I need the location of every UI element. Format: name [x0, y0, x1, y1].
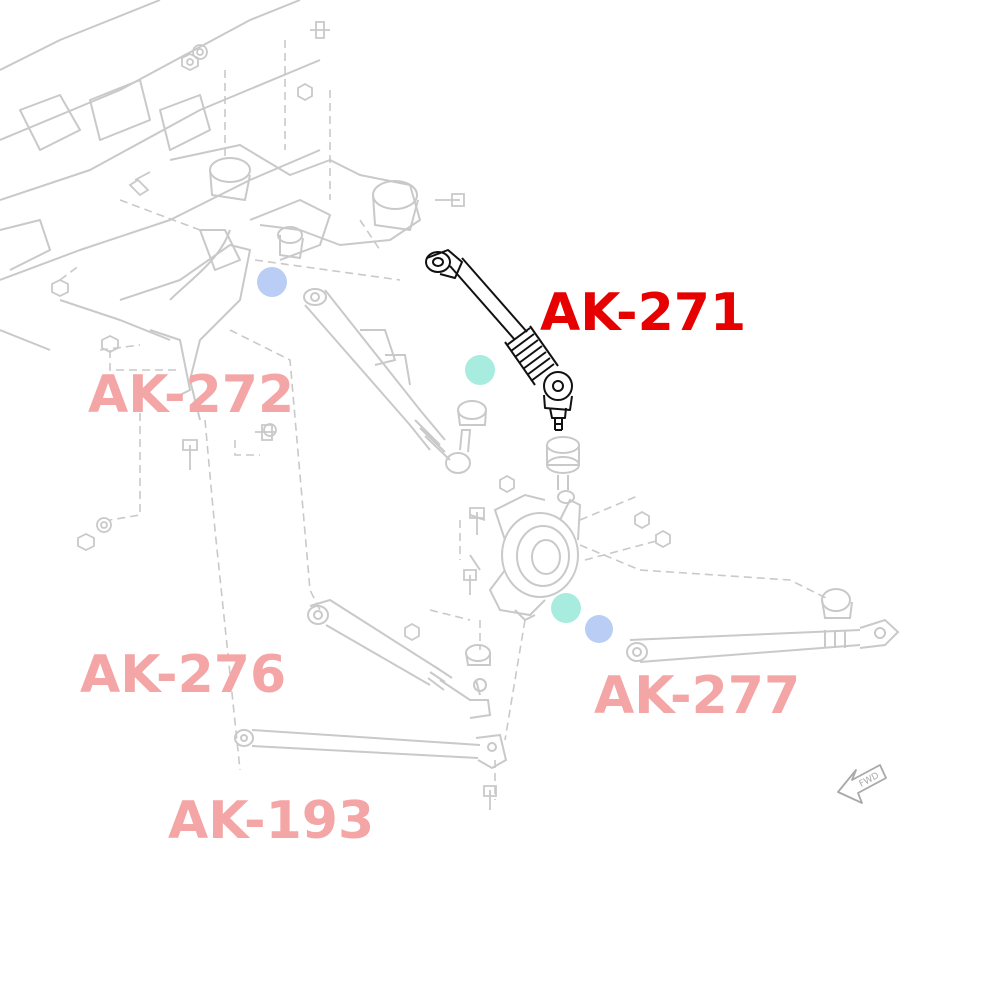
nut: [181, 52, 199, 72]
ak-193-label: AK-193: [168, 791, 374, 851]
ak-276-label: AK-276: [80, 645, 286, 705]
bolt: [463, 569, 477, 595]
thread-section: [504, 325, 559, 386]
nut: [101, 334, 119, 354]
bushing-stack: [546, 436, 580, 490]
ak-276-arm: [307, 598, 492, 719]
nut: [655, 529, 671, 549]
nut: [297, 82, 313, 102]
teal-marker-dot: [465, 355, 495, 385]
ak-271-label: AK-271: [540, 283, 746, 343]
ak-193-arm: [234, 729, 508, 770]
bolt: [310, 21, 330, 39]
washer: [192, 44, 208, 60]
bolt: [128, 171, 151, 197]
ak-271-arm: [425, 249, 573, 431]
fwd-arrow-icon: FWD: [837, 764, 887, 804]
washer: [263, 423, 277, 437]
ak-277-label: AK-277: [594, 666, 800, 726]
nut: [634, 510, 650, 530]
bolt: [182, 439, 198, 470]
blue-marker-dot: [585, 615, 613, 643]
nut: [51, 278, 69, 298]
subframe: [0, 0, 421, 421]
teal-marker-dot: [551, 593, 581, 623]
washer: [96, 517, 112, 533]
blue-marker-dot: [257, 267, 287, 297]
bolt: [435, 193, 465, 207]
ak-277-arm: [626, 588, 900, 663]
bolt: [469, 507, 485, 535]
hub-knuckle: [469, 490, 582, 622]
nut: [499, 474, 515, 494]
nut: [404, 622, 420, 642]
bolt: [483, 785, 497, 810]
ak-272-arm: [303, 288, 487, 474]
fasteners: [51, 21, 671, 810]
ak-272-label: AK-272: [88, 365, 294, 425]
nut: [77, 532, 95, 552]
